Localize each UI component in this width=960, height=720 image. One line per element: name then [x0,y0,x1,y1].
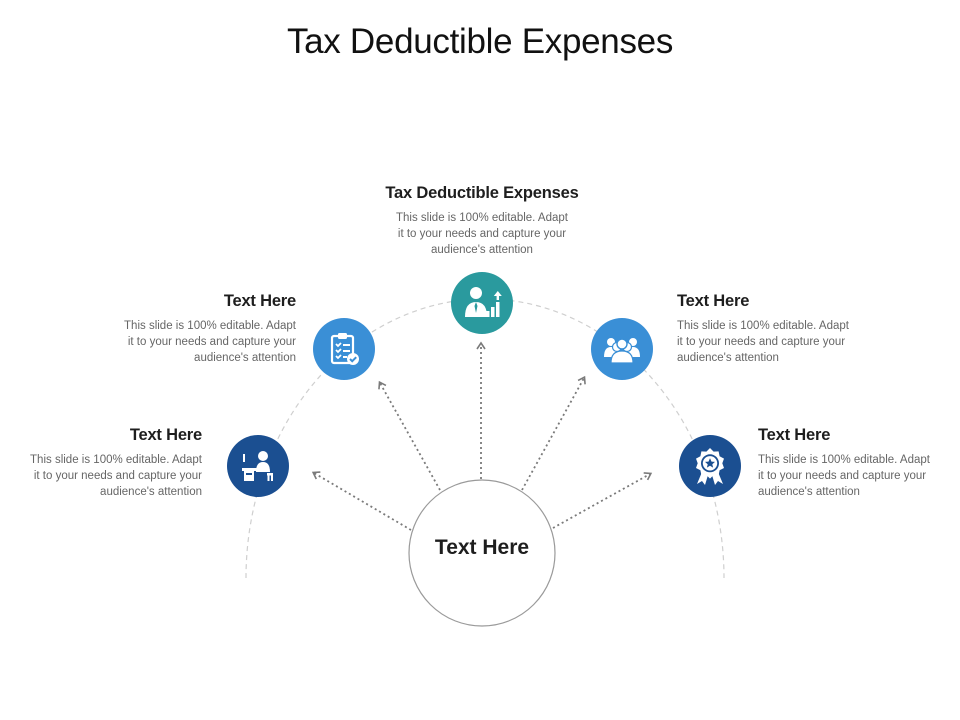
person-at-desk-icon [242,451,273,481]
businessman-growth-icon [465,287,502,317]
arrow-to-lower-left [311,471,412,531]
upper-left-text-block: Text Here This slide is 100% editable. A… [76,292,296,366]
arrow-to-upper-right [521,375,586,491]
upper-left-description: This slide is 100% editable. Adapt it to… [124,320,296,364]
lower-left-description: This slide is 100% editable. Adapt it to… [30,454,202,498]
arrow-to-upper-left [378,380,441,491]
slide-title: Tax Deductible Expenses [286,22,674,61]
upper-right-node [591,318,653,380]
lower-right-heading: Text Here [758,426,831,444]
upper-left-node [313,318,375,380]
group-people-icon [604,338,640,364]
lower-left-text-block: Text Here This slide is 100% editable. A… [0,426,202,500]
upper-right-heading: Text Here [677,292,750,310]
upper-right-description: This slide is 100% editable. Adapt it to… [677,320,849,364]
lower-left-heading: Text Here [129,426,202,444]
lower-right-description: This slide is 100% editable. Adapt it to… [758,454,930,498]
upper-left-heading: Text Here [223,292,296,310]
lower-right-text-block: Text Here This slide is 100% editable. A… [758,426,960,500]
clipboard-checklist-icon [330,333,359,365]
top-node [451,272,513,334]
top-description: This slide is 100% editable. Adapt it to… [396,212,568,256]
top-heading: Tax Deductible Expenses [385,184,579,202]
lower-right-node [679,435,741,497]
top-text-block: Tax Deductible Expenses This slide is 10… [330,184,634,258]
arrow-to-lower-right [552,472,653,529]
center-label: Text Here [434,536,530,559]
award-badge-icon [696,448,724,485]
upper-right-text-block: Text Here This slide is 100% editable. A… [677,292,897,366]
center-circle [408,479,556,627]
lower-left-node [227,435,289,497]
